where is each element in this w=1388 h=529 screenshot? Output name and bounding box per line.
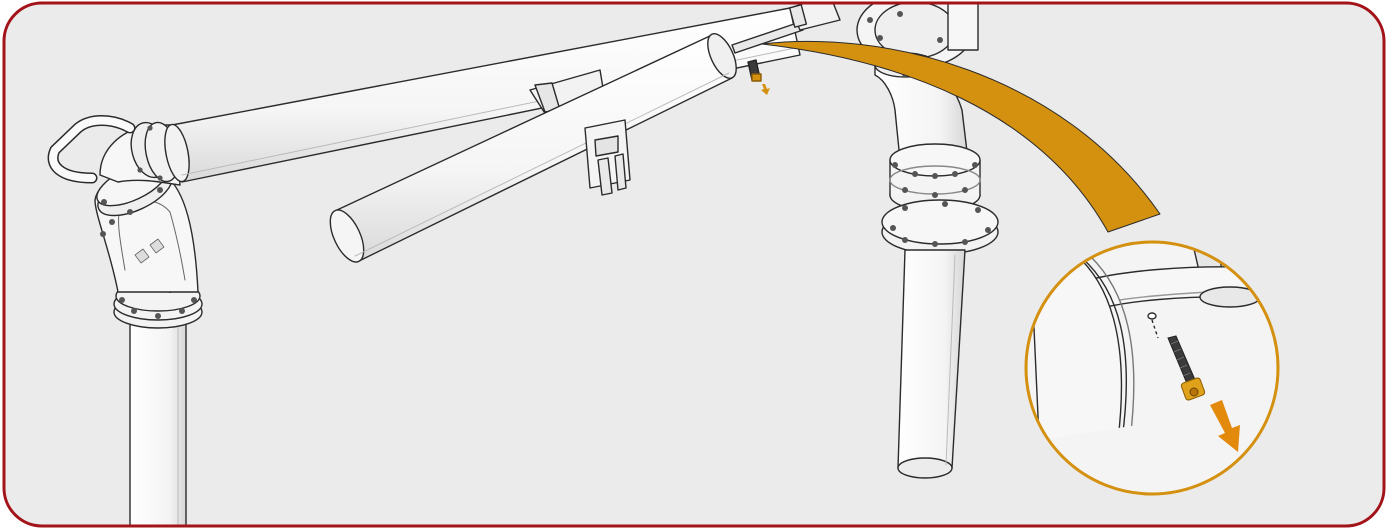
removal-arrow-icon xyxy=(1210,400,1240,452)
left-swivel-elbow xyxy=(94,121,199,293)
detail-screw xyxy=(1167,335,1206,401)
pipe-clamp-bracket xyxy=(584,119,631,196)
screw-icon xyxy=(747,59,762,82)
callout-connector-band xyxy=(761,40,1161,233)
right-flange-stack xyxy=(881,143,999,255)
left-riser-pipe xyxy=(129,319,187,526)
removal-arrow-icon-small xyxy=(761,84,770,95)
right-riser-pipe xyxy=(897,249,966,479)
upper-arm-pipe xyxy=(164,7,801,183)
lower-arm-pipe xyxy=(329,21,804,263)
